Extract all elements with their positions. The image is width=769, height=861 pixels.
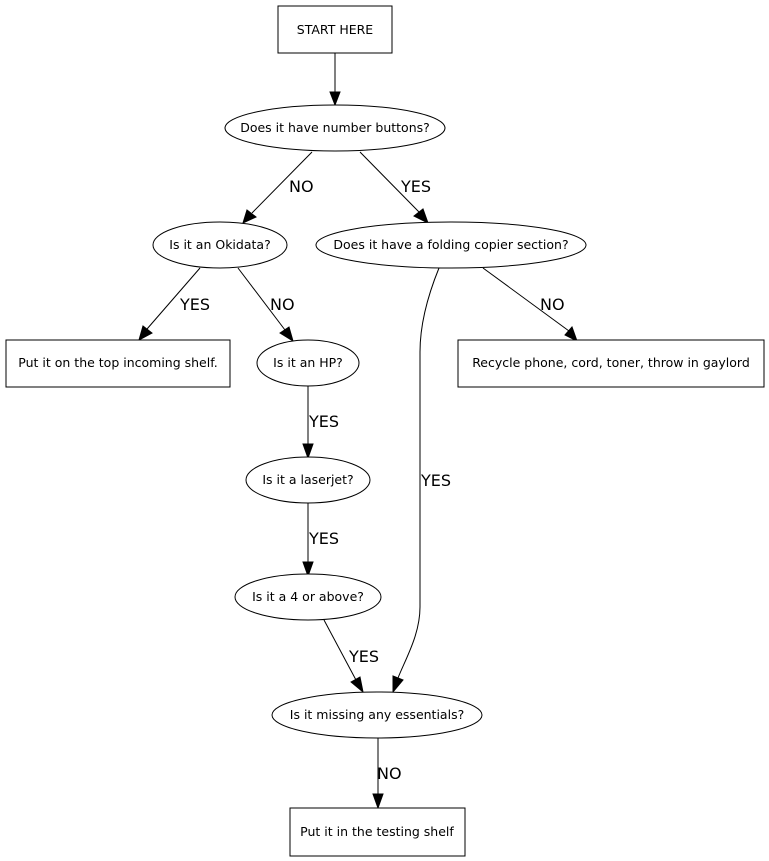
edge-label-okidata-no: NO (270, 295, 295, 314)
node-number-buttons: Does it have number buttons? (224, 104, 446, 152)
edge-folding-yes: YES (392, 267, 451, 694)
node-laserjet: Is it a laserjet? (245, 456, 371, 504)
edge-okidata-yes: YES (138, 267, 210, 342)
edge-hp-yes: YES (302, 386, 339, 460)
node-folding-copier: Does it have a folding copier section? (315, 221, 587, 269)
node-is-hp: Is it an HP? (256, 339, 360, 387)
node-four-or-above-label: Is it a 4 or above? (252, 589, 364, 604)
node-start-here-label: START HERE (297, 22, 374, 37)
edge-label-folding-yes: YES (420, 471, 451, 490)
node-folding-copier-label: Does it have a folding copier section? (333, 237, 568, 252)
node-start-here: START HERE (277, 5, 393, 54)
node-laserjet-label: Is it a laserjet? (262, 472, 353, 487)
node-number-buttons-label: Does it have number buttons? (240, 120, 430, 135)
node-recycle: Recycle phone, cord, toner, throw in gay… (457, 339, 765, 388)
node-missing-essentials: Is it missing any essentials? (271, 691, 483, 739)
edge-label-missing-no: NO (377, 764, 402, 783)
edge-number-buttons-no: NO (242, 151, 314, 224)
node-four-or-above: Is it a 4 or above? (234, 573, 382, 621)
node-okidata: Is it an Okidata? (152, 221, 288, 269)
node-okidata-label: Is it an Okidata? (169, 237, 270, 252)
edge-laserjet-yes: YES (302, 503, 339, 578)
edge-okidata-no: NO (237, 267, 295, 343)
node-top-shelf: Put it on the top incoming shelf. (5, 339, 231, 388)
edge-label-folding-no: NO (540, 295, 565, 314)
edge-number-buttons-yes: YES (359, 151, 431, 225)
edge-label-hp-yes: YES (308, 412, 339, 431)
edge-label-laserjet-yes: YES (308, 529, 339, 548)
edge-label-numbers-no: NO (289, 177, 314, 196)
edge-four-yes: YES (323, 619, 379, 694)
node-recycle-label: Recycle phone, cord, toner, throw in gay… (472, 355, 750, 370)
node-testing-shelf: Put it in the testing shelf (289, 807, 466, 857)
edge-label-four-yes: YES (348, 647, 379, 666)
edge-missing-no: NO (372, 738, 402, 810)
edge-start-to-number-buttons (329, 53, 341, 107)
node-top-shelf-label: Put it on the top incoming shelf. (18, 355, 217, 370)
node-missing-essentials-label: Is it missing any essentials? (290, 707, 464, 722)
edge-folding-no: NO (482, 267, 578, 343)
node-is-hp-label: Is it an HP? (273, 355, 343, 370)
node-testing-shelf-label: Put it in the testing shelf (300, 824, 454, 839)
edge-label-numbers-yes: YES (400, 177, 431, 196)
edge-label-okidata-yes: YES (179, 295, 210, 314)
